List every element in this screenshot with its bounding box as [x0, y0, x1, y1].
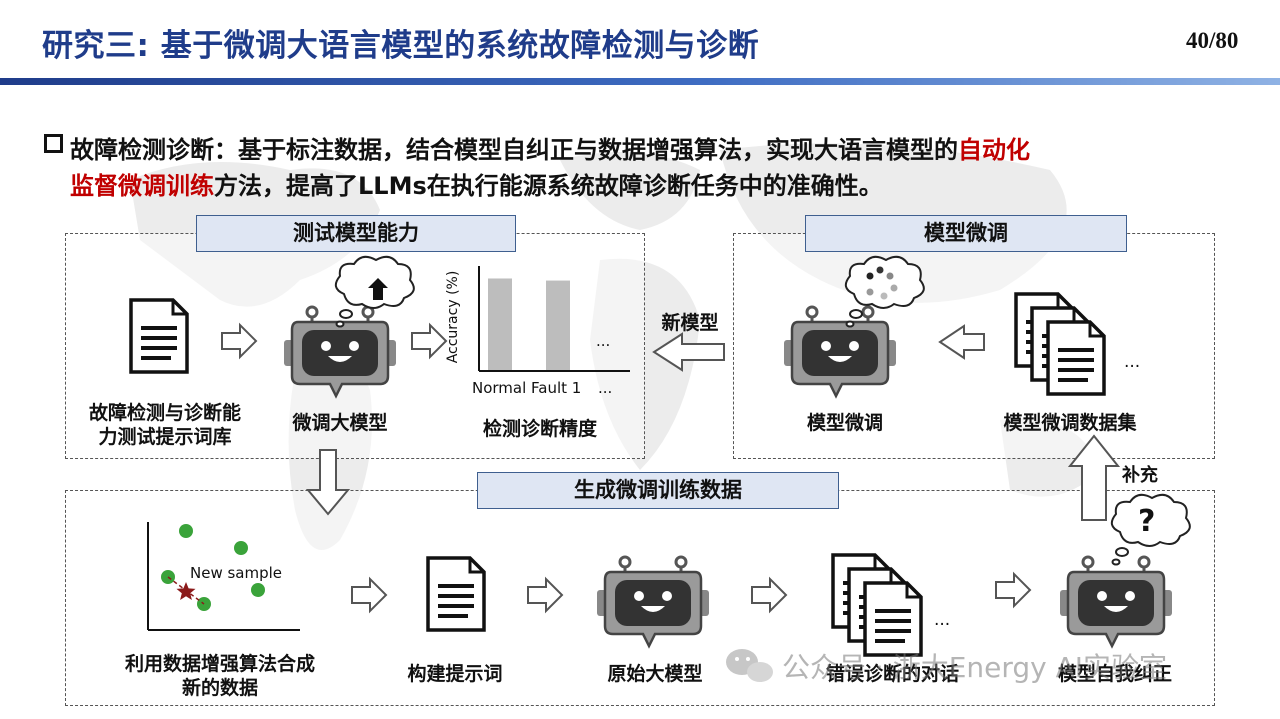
chart-y-axis-label: Accuracy (%): [445, 270, 461, 364]
chart-caption: 检测诊断精度: [482, 418, 597, 440]
self-correct-robot-icon: [1058, 555, 1174, 648]
section-label-test: 测试模型能力: [196, 215, 516, 252]
intro-text: 故障检测诊断：基于标注数据，结合模型自纠正与数据增强算法，实现大语言模型的: [70, 136, 958, 164]
dialog-ellipsis: ...: [934, 610, 951, 630]
dataset-ellipsis: ...: [1124, 352, 1141, 372]
chart-x-ellipsis: ...: [598, 379, 613, 397]
caption-line: 利用数据增强算法合成: [124, 653, 315, 675]
finetune-dataset-caption: 模型微调数据集: [1003, 412, 1137, 434]
page-title: 研究三: 基于微调大语言模型的系统故障检测与诊断: [42, 28, 760, 64]
finetune-robot-icon: [782, 305, 898, 398]
prompt-library-document-icon: [129, 298, 189, 374]
block-arrow-icon: [411, 324, 447, 358]
original-llm-robot-icon: [595, 555, 711, 648]
original-llm-caption: 原始大模型: [607, 663, 703, 685]
finetuned-llm-robot-icon: [282, 305, 398, 398]
header-divider-bar: [0, 78, 1280, 85]
caption-line: 新的数据: [181, 677, 258, 699]
section-label-generate: 生成微调训练数据: [477, 472, 839, 509]
section-label-finetune: 模型微调: [805, 215, 1127, 252]
watermark-text: 公众号 · 浙大Energy AI实验室: [782, 651, 1168, 684]
bullet-square-icon: [44, 134, 63, 153]
thought-bubble-icon: [844, 255, 925, 328]
intro-line-2: 监督微调训练方法，提高了LLMs在执行能源系统故障诊断任务中的准确性。: [70, 166, 883, 201]
caption-line: 故障检测与诊断能: [88, 402, 241, 424]
prompt-library-caption: 故障检测与诊断能 力测试提示词库: [70, 401, 260, 449]
block-arrow-icon: [351, 578, 387, 612]
finetune-caption: 模型微调: [806, 412, 883, 434]
page-number: 40/80: [1186, 28, 1239, 53]
prompt-document-icon: [426, 556, 486, 632]
wechat-icon: [726, 649, 773, 682]
prompt-caption: 构建提示词: [407, 663, 503, 685]
finetuned-llm-caption: 微调大模型: [292, 412, 388, 434]
down-arrow-icon: [305, 449, 351, 516]
error-dialog-caption: 错误诊断的对话: [825, 663, 959, 685]
question-mark: ?: [1138, 504, 1156, 539]
block-arrow-icon: [221, 324, 257, 358]
error-dialog-documents-icon: [833, 555, 921, 655]
chart-ellipsis: ...: [596, 332, 611, 350]
bar-fault-1: [546, 280, 570, 370]
augmentation-caption: 利用数据增强算法合成 新的数据: [100, 652, 340, 700]
block-arrow-icon: [938, 324, 985, 360]
block-arrow-icon: [751, 578, 787, 612]
accuracy-bar-chart: [478, 266, 630, 372]
caption-line: 力测试提示词库: [98, 426, 232, 448]
intro-highlight: 自动化: [958, 136, 1030, 164]
new-model-arrow-icon: [652, 332, 725, 372]
self-correct-caption: 模型自我纠正: [1057, 663, 1172, 685]
bar-normal: [488, 278, 512, 370]
new-sample-label: New sample: [190, 564, 283, 582]
intro-line-1: 故障检测诊断：基于标注数据，结合模型自纠正与数据增强算法，实现大语言模型的自动化: [70, 130, 1030, 165]
intro-highlight: 监督微调训练: [70, 172, 214, 200]
supplement-label: 补充: [1122, 465, 1158, 486]
augmentation-scatter-plot: [147, 522, 300, 631]
chart-x-axis-label: Normal Fault 1: [472, 379, 582, 397]
thought-bubble-icon: [334, 255, 415, 328]
block-arrow-icon: [995, 573, 1031, 607]
finetune-dataset-documents-icon: [1016, 294, 1104, 394]
new-model-label: 新模型: [661, 312, 719, 334]
up-arrow-icon: [1067, 434, 1121, 521]
block-arrow-icon: [527, 578, 563, 612]
intro-text: 方法，提高了LLMs在执行能源系统故障诊断任务中的准确性。: [214, 172, 883, 200]
